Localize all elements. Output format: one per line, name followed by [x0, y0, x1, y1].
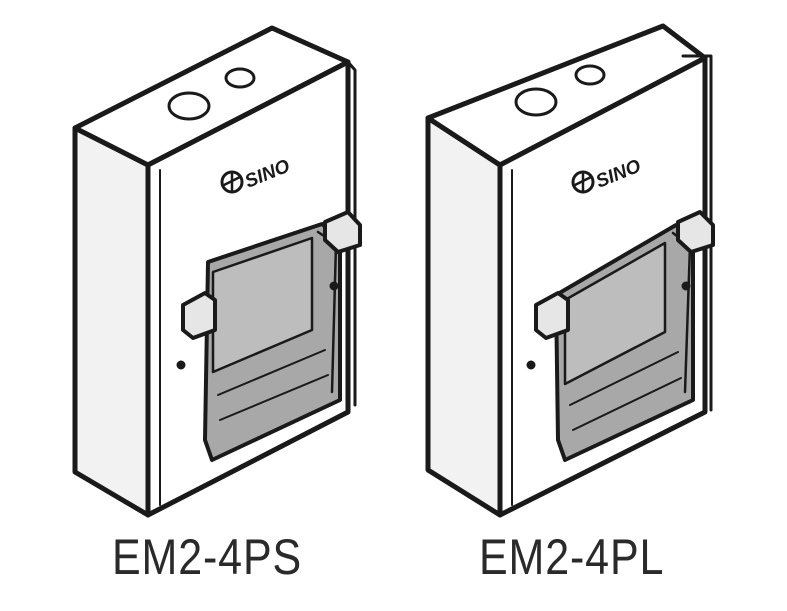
model-label: EM2-4PL	[479, 529, 665, 585]
product-em2-4pl: SINO EM2-4PL	[393, 0, 787, 611]
door-latch-right	[323, 210, 362, 254]
brand-logo-icon	[571, 170, 595, 194]
screw-icon	[526, 360, 536, 370]
knockout-small-icon	[574, 64, 606, 86]
knockout-large-icon	[514, 87, 558, 117]
product-em2-4ps: SINO EM2-4PS	[0, 0, 393, 611]
enclosure-side-face	[425, 115, 503, 518]
door-latch-left	[534, 291, 570, 340]
screw-icon	[681, 281, 691, 291]
enclosure-em2-4ps-illustration: SINO	[72, 25, 362, 518]
knockout-large-icon	[167, 91, 211, 121]
screw-icon	[176, 360, 186, 370]
enclosure-side-face	[72, 125, 151, 518]
door-latch-left	[181, 291, 217, 340]
brand-logo-icon	[220, 170, 244, 194]
door-latch-right	[676, 210, 715, 254]
screw-icon	[329, 281, 339, 291]
enclosure-em2-4pl-illustration: SINO	[425, 23, 715, 518]
model-label: EM2-4PS	[112, 529, 303, 585]
knockout-small-icon	[224, 67, 256, 89]
